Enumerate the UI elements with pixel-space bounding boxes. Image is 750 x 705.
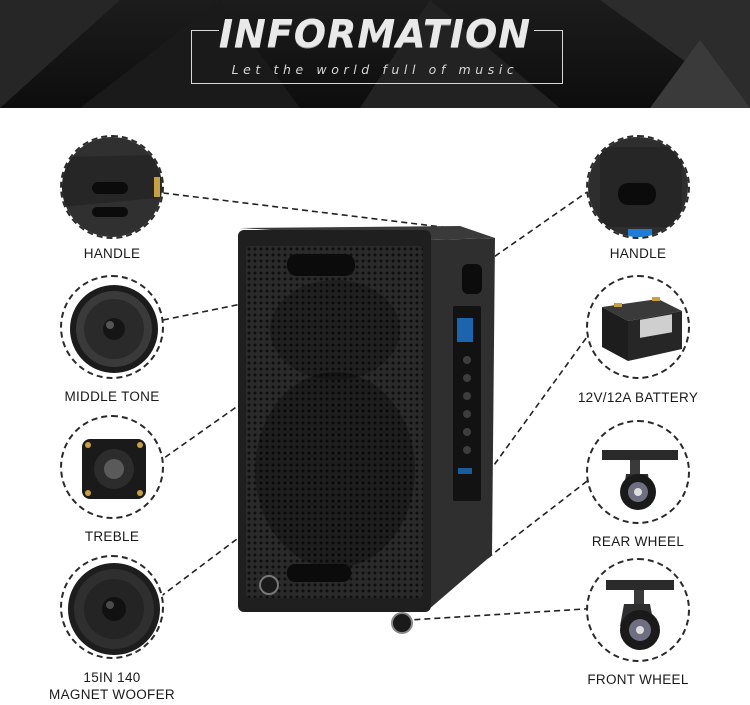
left-feature-label-woofer: 15IN 140 MAGNET WOOFER — [40, 669, 184, 703]
right-feature-label: 12V/12A BATTERY — [577, 390, 699, 405]
rear-wheel-thumbnail — [586, 420, 690, 524]
title-frame — [191, 30, 563, 84]
battery-icon — [602, 297, 682, 361]
woofer-label-line2: MAGNET WOOFER — [49, 687, 175, 702]
rear-wheel — [259, 575, 279, 595]
handle-side-icon — [588, 137, 688, 237]
page-title: INFORMATION — [218, 12, 532, 56]
midrange-shadow — [270, 280, 400, 380]
caster-wheel-icon — [606, 580, 674, 650]
connector-line — [162, 192, 451, 229]
page-subtitle: Let the world full of music — [231, 62, 519, 77]
right-feature-label: HANDLE — [609, 246, 667, 261]
title-frame-corner — [534, 30, 563, 31]
left-feature-label: HANDLE — [83, 246, 141, 261]
midrange-speaker-icon — [70, 285, 158, 373]
middle-tone-thumbnail — [60, 275, 164, 379]
connector-line — [484, 474, 596, 561]
front-handle — [287, 254, 355, 276]
banner-background — [0, 0, 750, 108]
front-wheel — [391, 612, 413, 634]
bottom-slot — [287, 564, 351, 582]
connector-line — [409, 607, 601, 621]
woofer-thumbnail — [60, 555, 164, 659]
battery-thumbnail — [586, 275, 690, 379]
right-feature-label: FRONT WHEEL — [587, 672, 689, 687]
title-frame-corner — [191, 30, 219, 31]
left-feature-label: MIDDLE TONE — [64, 389, 160, 404]
control-panel — [453, 306, 481, 501]
display-screen — [457, 318, 473, 342]
right-feature-label: REAR WHEEL — [591, 534, 685, 549]
side-handle-thumbnail — [586, 135, 690, 239]
tweeter-icon — [82, 439, 146, 499]
handle-thumbnail — [60, 135, 164, 239]
treble-thumbnail — [60, 415, 164, 519]
woofer-label-line1: 15IN 140 — [83, 670, 141, 685]
woofer-shadow — [255, 372, 415, 568]
front-wheel-thumbnail — [586, 558, 690, 662]
handle-top-icon — [62, 137, 162, 237]
left-feature-label: TREBLE — [84, 529, 140, 544]
header-banner: INFORMATION Let the world full of music — [0, 0, 750, 108]
front-grille — [246, 246, 423, 598]
caster-wheel-icon — [602, 450, 678, 510]
woofer-icon — [68, 563, 160, 655]
side-handle — [462, 264, 482, 294]
